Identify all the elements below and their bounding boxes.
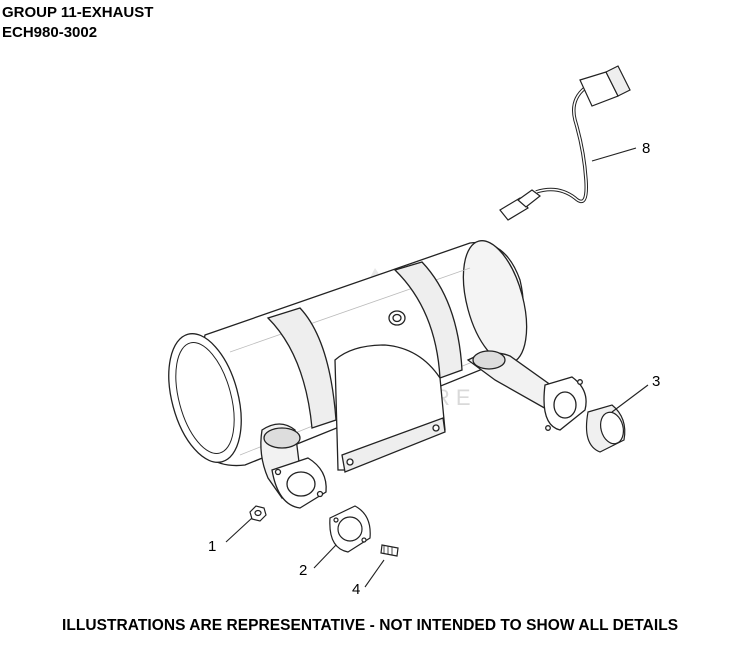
callout-1: 1 bbox=[208, 538, 216, 555]
leader-lines bbox=[225, 147, 649, 588]
diagram-title: GROUP 11-EXHAUST bbox=[2, 4, 154, 21]
disclaimer-note: ILLUSTRATIONS ARE REPRESENTATIVE - NOT I… bbox=[62, 617, 679, 634]
model-number: ECH980-3002 bbox=[2, 24, 98, 41]
gasket-part-2[interactable] bbox=[329, 505, 371, 553]
sleeve-part-3[interactable] bbox=[585, 404, 627, 453]
callout-3: 3 bbox=[652, 373, 660, 390]
callout-2: 2 bbox=[299, 562, 307, 579]
callout-8: 8 bbox=[642, 140, 650, 157]
sensor-part-8[interactable] bbox=[499, 65, 631, 221]
callout-4: 4 bbox=[352, 581, 360, 598]
nut-part-1[interactable] bbox=[249, 505, 267, 522]
muffler[interactable] bbox=[156, 234, 587, 509]
stud-part-4[interactable] bbox=[380, 544, 399, 557]
